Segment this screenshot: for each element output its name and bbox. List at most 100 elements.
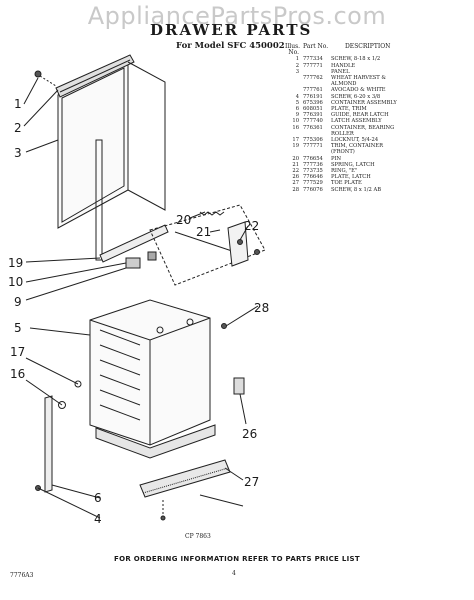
part-no: 777529 [303,180,323,187]
header-part-no: Part No. [303,43,329,50]
parts-row: 27 777529 TOE PLATE [285,180,471,186]
illus-no: 17 [292,137,299,144]
part-no: 777771 [303,62,323,69]
part-no: 776361 [303,124,323,131]
side-rail [44,395,53,493]
callout-20: 20 [176,213,191,227]
description: ROLLER [331,130,354,137]
parts-row: ALMOND [285,81,471,87]
part-no: 777740 [303,118,323,125]
description: CONTAINER, BEARING [331,124,395,131]
description: PLATE, TRIM [331,106,367,113]
page-title: DRAWER PARTS [150,21,313,39]
illus-no: 4 [295,93,299,100]
description: HANDLE [331,62,356,69]
callout-9: 9 [14,295,22,309]
illus-no: 9 [295,112,299,119]
parts-row: 9 776391 GUIDE, REAR LATCH [285,112,471,118]
parts-row: 3 PANEL [285,69,471,75]
callout-6: 6 [94,491,102,505]
description: SCREW, 8 x 1/2 AB [331,186,382,193]
part-no: 776391 [303,112,323,119]
part-no: 777771 [303,143,323,150]
trim-19 [99,224,169,263]
description: TRIM, CONTAINER [331,143,383,150]
description: (FRONT) [331,149,355,156]
parts-list-header: Illus. No. Part No. DESCRIPTION [285,43,471,57]
part-no: 776191 [303,93,323,100]
illus-no: 6 [295,106,299,113]
part-no: 775306 [303,137,323,144]
illus-no: 10 [292,118,299,125]
description: LATCH ASSEMBLY [331,118,382,125]
part-no: 776654 [303,155,323,162]
latch-spring [199,211,225,216]
parts-row: 4 776191 SCREW, 6-20 x 3/8 [285,94,471,100]
description: SPRING, LATCH [331,161,375,168]
figure-code: CP 7863 [185,533,211,540]
description: SCREW, 8-18 x 1/2 [331,56,381,63]
description: GUIDE, REAR LATCH [331,112,389,119]
parts-row: 777762 WHEAT HARVEST & [285,75,471,81]
description: WHEAT HARVEST & [331,75,387,82]
parts-row: (FRONT) [285,149,471,155]
parts-row: ROLLER [285,131,471,137]
part-no: 773735 [303,168,323,175]
header-illus-no: Illus. No. [285,43,301,57]
part-no: 675396 [303,99,323,106]
illus-no: 1 [295,56,299,63]
parts-row: 21 777736 SPRING, LATCH [285,162,471,168]
latch-plate [233,377,245,395]
parts-row: 20 776654 PIN [285,156,471,162]
model-subtitle: For Model SFC 450002 [176,41,285,51]
callout-1: 1 [14,97,22,111]
description: PIN [331,155,342,162]
illus-no: 26 [292,174,299,181]
description: AVOCADO & WHITE [331,87,386,94]
callout-21: 21 [196,225,211,239]
toe-plate [139,459,231,498]
illus-no: 27 [292,180,299,187]
callout-10: 10 [8,275,23,289]
callout-26: 26 [242,427,257,441]
description: ALMOND [331,81,357,88]
callout-3: 3 [14,146,22,160]
parts-row: 777761 AVOCADO & WHITE [285,87,471,93]
description: TOE PLATE [331,180,362,187]
callout-5: 5 [14,321,22,335]
description: PANEL [331,68,350,75]
ordering-footer: FOR ORDERING INFORMATION REFER TO PARTS … [114,555,360,563]
callout-28: 28 [254,301,269,315]
illus-no: 5 [295,99,299,106]
parts-row: 6 608051 PLATE, TRIM [285,106,471,112]
callout-27: 27 [244,475,259,489]
watermark: AppliancePartsPros.com [87,2,387,30]
part-no: 777736 [303,161,323,168]
part-no: 777761 [303,87,323,94]
callout-19: 19 [8,256,23,270]
screw-1 [34,70,42,78]
callout-2: 2 [14,121,22,135]
part-no: 776646 [303,174,323,181]
latch-assembly [125,257,141,269]
illus-no: 19 [292,143,299,150]
part-no: 608051 [303,106,323,113]
illus-no: 3 [295,68,299,75]
illus-no: 21 [292,161,299,168]
illus-no: 22 [292,168,299,175]
part-no: 777762 [303,75,323,82]
illus-no: 2 [295,62,299,69]
illus-no: 28 [292,186,299,193]
callout-16: 16 [10,367,25,381]
description: SCREW, 6-20 x 3/8 [331,93,381,100]
footer-code: 7776A3 [10,572,34,579]
callout-4: 4 [94,512,102,526]
illus-no: 20 [292,155,299,162]
